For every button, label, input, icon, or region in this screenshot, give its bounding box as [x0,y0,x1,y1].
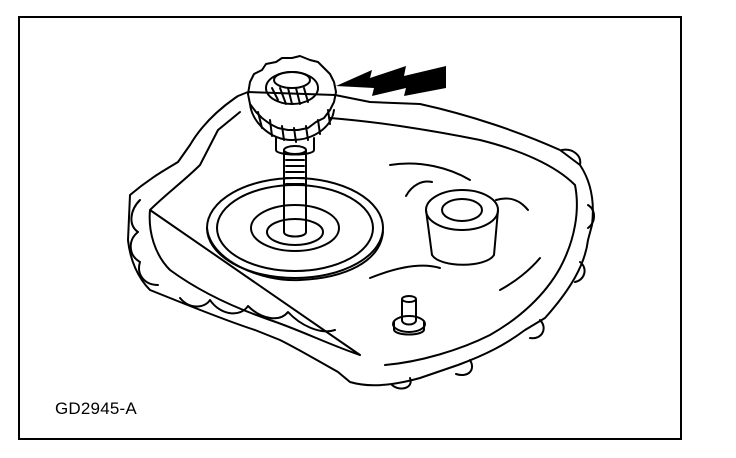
figure-id-label: GD2945-A [55,399,137,418]
bearing-race-depth [206,227,384,282]
shaft-splines [285,159,305,185]
stud-bolt-nut [393,321,425,336]
callout-arrow [336,66,446,96]
shaft [283,149,307,238]
gear-teeth [247,55,337,131]
boss-body [425,209,499,266]
boss-bore [441,198,483,222]
shaft-collar [275,137,315,156]
case-rib-2 [369,264,441,279]
flange-right [391,148,595,390]
bearing-race-hub [266,218,324,246]
flange-left [129,199,159,286]
case-outline [127,91,594,387]
gear [247,55,337,143]
gear-body-side [249,103,335,141]
gear-tooth-lines [257,109,331,143]
flange-bottom [179,297,336,333]
gear-bore-splines [271,87,309,105]
bearing-race-inner [250,204,340,252]
stud-bolt [401,299,417,326]
shaft-top [283,145,307,155]
bearing-race-mid [216,184,374,272]
gear-hub [273,71,311,89]
case-rib-3 [499,257,541,291]
boss-top [425,189,499,231]
boss-web [405,180,529,211]
case-inner-wall [148,111,578,366]
stud-bolt-top [401,295,417,303]
case-rib-1 [389,162,471,181]
